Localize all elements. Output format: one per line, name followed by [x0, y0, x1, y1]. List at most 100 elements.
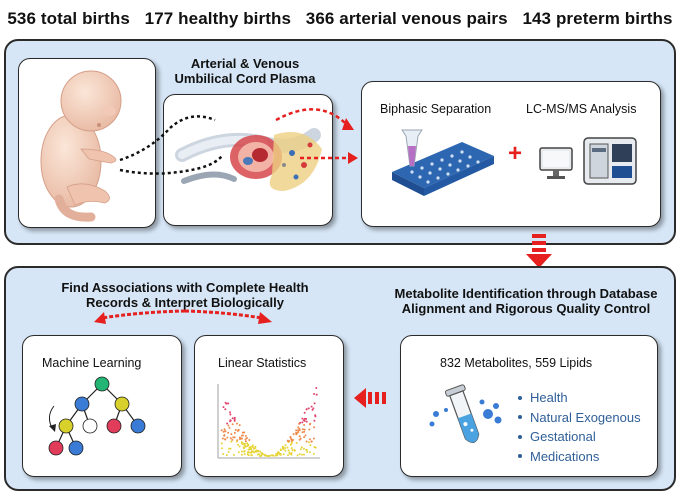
volcano-point — [224, 408, 227, 411]
volcano-point — [247, 454, 250, 457]
category-health: Health — [518, 388, 641, 408]
volcano-point — [240, 437, 243, 440]
volcano-point — [221, 437, 224, 440]
volcano-point — [305, 408, 308, 411]
volcano-point — [237, 428, 240, 431]
volcano-point — [231, 423, 234, 426]
fetus-card — [18, 58, 156, 228]
volcano-point — [287, 449, 290, 452]
volcano-point — [242, 443, 244, 445]
volcano-point — [229, 413, 232, 416]
volcano-point — [309, 451, 311, 454]
volcano-point — [246, 437, 248, 439]
volcano-point — [226, 436, 229, 439]
volcano-point — [284, 447, 286, 450]
volcano-point — [297, 430, 300, 433]
volcano-point — [222, 406, 225, 409]
volcano-point — [274, 454, 277, 457]
volcano-point — [314, 446, 317, 449]
volcano-point — [244, 440, 247, 443]
category-medications: Medications — [518, 447, 641, 467]
volcano-point — [248, 446, 251, 449]
volcano-point — [310, 440, 313, 443]
volcano-point — [279, 448, 282, 451]
stat-preterm-births: 143 preterm births — [522, 9, 673, 28]
volcano-point — [225, 402, 228, 405]
volcano-point — [308, 428, 311, 431]
volcano-point — [247, 448, 250, 451]
volcano-point — [310, 405, 313, 408]
volcano-point — [240, 453, 243, 456]
volcano-point — [246, 451, 249, 454]
volcano-point — [299, 421, 302, 424]
metabolite-identification-title: Metabolite Identification through Databa… — [394, 286, 658, 316]
volcano-point — [246, 442, 249, 445]
volcano-point — [282, 453, 285, 456]
volcano-point — [313, 393, 316, 395]
well-plate-icon — [392, 129, 494, 196]
volcano-point — [298, 453, 301, 456]
volcano-point — [260, 454, 263, 457]
volcano-point — [295, 431, 298, 434]
volcano-point — [241, 431, 244, 434]
volcano-point — [220, 429, 223, 432]
volcano-point — [308, 441, 310, 444]
volcano-point — [291, 449, 294, 452]
volcano-point — [291, 439, 294, 442]
volcano-point — [306, 450, 309, 453]
volcano-point — [257, 449, 260, 452]
volcano-plot-icon — [217, 384, 320, 459]
volcano-point — [300, 446, 303, 449]
volcano-point — [244, 442, 247, 445]
volcano-point — [227, 424, 230, 427]
volcano-point — [265, 454, 268, 457]
volcano-point — [303, 411, 306, 414]
volcano-point — [298, 427, 301, 430]
volcano-point — [223, 428, 226, 431]
volcano-point — [276, 454, 279, 457]
volcano-point — [303, 436, 306, 439]
volcano-point — [313, 426, 316, 429]
volcano-point — [238, 436, 241, 439]
volcano-point — [301, 431, 304, 434]
volcano-point — [288, 451, 291, 454]
volcano-point — [284, 449, 287, 452]
volcano-point — [236, 422, 238, 425]
volcano-point — [290, 452, 293, 455]
volcano-point — [295, 442, 298, 444]
metabolite-categories: Health Natural Exogenous Gestational Med… — [518, 388, 641, 466]
volcano-point — [220, 442, 223, 445]
volcano-point — [222, 453, 225, 455]
volcano-point — [226, 422, 229, 425]
volcano-point — [278, 453, 281, 456]
volcano-point — [260, 452, 263, 455]
volcano-point — [301, 453, 304, 456]
volcano-point — [299, 437, 302, 440]
volcano-point — [222, 430, 225, 433]
volcano-point — [272, 454, 275, 457]
volcano-point — [304, 434, 307, 437]
volcano-point — [243, 450, 246, 452]
volcano-point — [312, 407, 315, 410]
volcano-point — [251, 444, 254, 447]
volcano-point — [231, 417, 234, 420]
stat-total-births: 536 total births — [7, 9, 130, 28]
metabolites-card — [400, 335, 658, 477]
volcano-point — [299, 448, 302, 451]
volcano-point — [233, 431, 236, 434]
cord-plasma-title: Arterial & Venous Umbilical Cord Plasma — [174, 56, 316, 86]
volcano-point — [235, 440, 238, 443]
volcano-point — [230, 433, 233, 436]
volcano-point — [298, 435, 301, 438]
volcano-point — [303, 424, 306, 426]
flow-arrow-down — [526, 234, 552, 268]
volcano-point — [237, 451, 240, 454]
volcano-point — [288, 440, 291, 443]
monitor-icon — [539, 147, 573, 179]
volcano-point — [315, 387, 318, 389]
volcano-point — [309, 444, 312, 447]
volcano-point — [308, 438, 311, 441]
volcano-point — [282, 446, 285, 449]
volcano-point — [238, 445, 241, 448]
volcano-point — [239, 438, 241, 441]
